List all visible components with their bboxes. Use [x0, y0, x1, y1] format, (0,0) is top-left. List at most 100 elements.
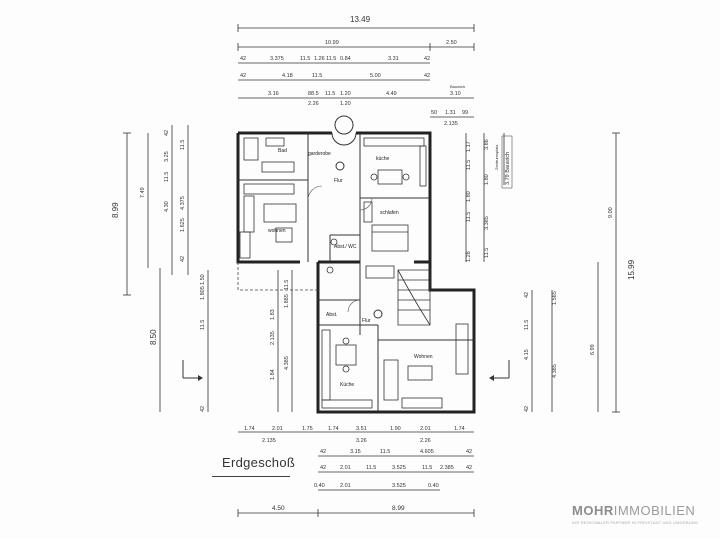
dim-bottom-r3-4: 11.5	[422, 465, 432, 471]
dim-bottom-r2-1: 3.15	[350, 449, 361, 455]
dim-row5-sub-1: 1.20	[340, 101, 351, 107]
furniture	[182, 137, 510, 409]
dim-left-b-3: 42	[180, 256, 186, 262]
sofa-side-icon	[243, 195, 255, 233]
dim-row5-0: 3.16	[268, 91, 279, 97]
section-arrow-icon	[182, 360, 203, 381]
coffee-table-icon	[263, 203, 297, 223]
dim-left-lower-b-0: 4.385	[284, 356, 290, 370]
sofa-lower-icon	[383, 359, 399, 401]
dim-bottom-r3-2: 11.5	[366, 465, 376, 471]
dim-left-a-3: 4.30	[164, 201, 170, 212]
bottom-dimensions: 1.74 2.01 1.75 1.74 3.51 1.90 2.01 1.74 …	[237, 426, 475, 517]
dim-right-col-7: 11.5	[484, 248, 490, 258]
dim-row5-right-label: Bauwich	[450, 84, 465, 89]
kitchen-counter-bottom-icon	[321, 399, 373, 409]
dim-left-lower-4: 2.135	[270, 331, 276, 345]
dim-left-bottom-tick: 42	[200, 406, 206, 412]
dim-right-col-0: 1.17	[466, 141, 472, 152]
logo-brand-bold: MOHR	[572, 503, 614, 518]
dim-left-a-1: 3.25	[164, 151, 170, 162]
dim-left-outer-bottom: 8.50	[149, 329, 158, 345]
counter-icon	[363, 137, 425, 147]
dim-right-vertical-label: Zentrumsplatz	[494, 145, 499, 170]
counter-side-icon	[419, 145, 427, 187]
dim-right-b-3: 4.15	[524, 349, 530, 360]
dim-right-col-1: 11.5	[466, 160, 472, 170]
chair-icon	[402, 173, 410, 181]
dim-row5-3: 1.20	[340, 91, 351, 97]
room-wohnen-left: wohnen	[268, 228, 286, 234]
dim-row4-3: 5.00	[370, 73, 381, 79]
dim-row4-4: 42	[424, 73, 430, 79]
dim-bottom-r1-sub-1: 3.26	[356, 438, 367, 444]
dim-right-col-2: 1.80	[466, 191, 472, 202]
dim-bottom-r3-0: 42	[320, 465, 326, 471]
dim-row5-4: 4.49	[386, 91, 397, 97]
dim-row3-6: 3.31	[388, 56, 399, 62]
room-abst-wc: Abst./ WC	[334, 244, 357, 250]
dim-left-lower-2: 11.5	[200, 320, 206, 330]
room-abst-bottom: Abst.	[326, 312, 337, 318]
company-logo: MOHRIMMOBILIEN	[572, 503, 695, 518]
dim-bottom-r3-3: 3.525	[392, 465, 406, 471]
dim-row3-1: 3.375	[270, 56, 284, 62]
room-kueche-bottom: Küche	[340, 382, 354, 388]
dim-row3-3: 1.26	[314, 56, 325, 62]
dim-row6-2: 99	[462, 110, 468, 116]
logo-tagline: IHR REGIONALER PARTNER IN FREISTADT UND …	[572, 520, 699, 525]
dim-bottom-r2-2: 11.5	[380, 449, 390, 455]
dim-row6-0: 50	[431, 110, 437, 116]
dim-row4-2: 11.5	[312, 73, 322, 79]
dim-bottom-r2-4: 42	[466, 449, 472, 455]
dim-left-b-0: 11.5	[180, 140, 186, 150]
dim-right-b-5: 42	[524, 406, 530, 412]
dim-left-a-0: 42	[164, 130, 170, 136]
dim-row3-0: 42	[240, 56, 246, 62]
dim-row3-5: 0.84	[340, 56, 351, 62]
dim-row5-sub-0: 2.26	[308, 101, 319, 107]
shelf-icon	[455, 323, 469, 375]
dim-row2-a: 10.99	[325, 40, 339, 46]
kitchen-table-icon	[335, 344, 357, 366]
toilet-icon	[330, 238, 338, 246]
wardrobe-icon	[363, 201, 373, 223]
living-table-icon	[407, 365, 433, 381]
chair-icon	[342, 365, 350, 373]
section-arrow-icon	[489, 360, 510, 381]
dim-right-b-2: 11.5	[524, 320, 530, 330]
dining-table-icon	[377, 169, 403, 185]
dim-bottom-r1-0: 1.74	[244, 426, 255, 432]
room-kueche-top: küche	[376, 156, 390, 162]
dim-bottom-r3-1: 2.01	[340, 465, 351, 471]
dim-right-b-4: 4.385	[552, 364, 558, 378]
dim-left-lower-5: 1.84	[270, 369, 276, 380]
dim-right-col-8: 1.28	[466, 251, 472, 262]
top-dimensions: 13.49 10.99 2.50 42 3.375 11.5 1.26 11.5…	[237, 15, 475, 127]
room-schlafen: schlafen	[380, 210, 399, 216]
dim-right-b-0: 42	[524, 292, 530, 298]
dim-bottom-r1-sub-0: 2.135	[262, 438, 276, 444]
dim-bottom-r1-5: 1.90	[390, 426, 401, 432]
room-marker-icon	[373, 309, 383, 319]
room-bad: Bad	[278, 148, 287, 154]
dim-bottom-r1-2: 1.75	[302, 426, 313, 432]
dim-right-lower: 6.99	[590, 344, 596, 355]
dim-left-b-1: 1.625	[180, 218, 186, 232]
dim-left-lower-b-1: 1.885	[284, 294, 290, 308]
dim-right-upper: 9.00	[608, 207, 614, 218]
dim-left-lower-3: 1.83	[270, 309, 276, 320]
dim-bottom-r4-3: 0.40	[428, 483, 439, 489]
vanity-icon	[261, 161, 295, 173]
dim-right-col-3: 11.5	[466, 212, 472, 222]
chair-icon	[370, 173, 378, 181]
window-bench-icon	[401, 397, 443, 409]
dim-left-mid-top: 7.49	[140, 187, 146, 198]
dim-row2-b: 2.50	[446, 40, 457, 46]
dim-row5-2: 11.5	[325, 91, 335, 97]
dim-row4-1: 4.18	[282, 73, 293, 79]
dim-left-lower-b-2: 11.5	[284, 280, 290, 290]
dim-bottom-r1-7: 1.74	[454, 426, 465, 432]
